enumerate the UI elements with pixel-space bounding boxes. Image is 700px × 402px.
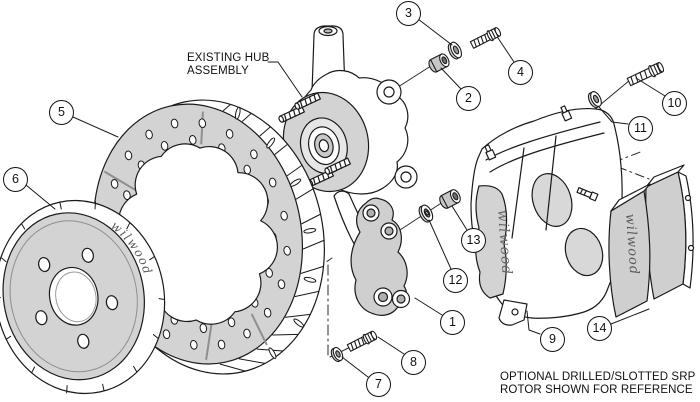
- hub-assembly-label: EXISTING HUB ASSEMBLY: [187, 52, 269, 78]
- caliper-bracket: [350, 197, 411, 316]
- bleed-screw: [484, 144, 497, 161]
- hub-assembly-label-line2: ASSEMBLY: [187, 65, 249, 77]
- washer-3: [447, 41, 463, 60]
- pad-retainer-bolt: [576, 187, 599, 202]
- callout-7-number: 7: [375, 377, 382, 392]
- callout-10: 10: [662, 91, 687, 116]
- callout-9: 9: [540, 327, 565, 352]
- callout-6-number: 6: [12, 172, 19, 187]
- callout-11-number: 11: [634, 121, 647, 136]
- callout-6: 6: [3, 167, 28, 192]
- callout-3-number: 3: [405, 6, 412, 21]
- knuckle-hub-assembly: [278, 25, 418, 265]
- reference-note-line1: OPTIONAL DRILLED/SLOTTED SRP: [500, 371, 696, 383]
- wheel-studs: [278, 92, 351, 187]
- hat-castellations: [0, 201, 165, 394]
- callout-1-number: 1: [449, 315, 456, 330]
- callout-5-number: 5: [58, 105, 65, 120]
- callout-2-number: 2: [465, 91, 472, 106]
- callout-11: 11: [628, 116, 653, 141]
- callout-13: 13: [461, 228, 486, 253]
- callout-8-number: 8: [410, 355, 417, 370]
- spacer-13: [439, 189, 461, 209]
- callout-4-number: 4: [517, 65, 524, 80]
- callout-8: 8: [401, 350, 426, 375]
- brake-pads: wilwood: [608, 164, 695, 318]
- callout-5: 5: [49, 100, 74, 125]
- callout-10-number: 10: [667, 96, 682, 111]
- washer-11: [587, 91, 602, 109]
- callout-2: 2: [456, 86, 481, 111]
- callout-14: 14: [587, 316, 612, 341]
- callout-1: 1: [440, 310, 465, 335]
- callout-12: 12: [443, 268, 468, 293]
- spacer-2: [428, 53, 450, 73]
- rotor-vane-slots: [234, 106, 317, 359]
- leader-lines: [25, 18, 666, 378]
- caliper-brand-script: wilwood: [494, 209, 515, 276]
- bolt-10: [626, 62, 665, 87]
- caliper: wilwood: [470, 105, 623, 326]
- bolt-8: [346, 330, 378, 352]
- callout-14-number: 14: [592, 321, 607, 336]
- reference-note-line2: ROTOR SHOWN FOR REFERENCE: [500, 384, 693, 396]
- callout-4: 4: [508, 60, 533, 85]
- rotor-vane-hatch: [219, 103, 325, 372]
- callout-9-number: 9: [549, 332, 556, 347]
- hardware: [330, 27, 665, 363]
- callout-13-number: 13: [466, 233, 481, 248]
- pad-brand-script: wilwood: [622, 213, 641, 275]
- reference-note: OPTIONAL DRILLED/SLOTTED SRP ROTOR SHOWN…: [500, 371, 695, 397]
- hat-lug-holes: [35, 247, 119, 349]
- hub-assembly-label-line1: EXISTING HUB: [187, 52, 270, 64]
- bolt-4: [469, 27, 502, 49]
- bleed-screw: [560, 105, 573, 122]
- callout-3: 3: [396, 1, 421, 26]
- washer-7: [330, 346, 344, 363]
- callout-12-number: 12: [448, 273, 463, 288]
- washer-12: [418, 204, 434, 223]
- callout-7: 7: [366, 372, 391, 397]
